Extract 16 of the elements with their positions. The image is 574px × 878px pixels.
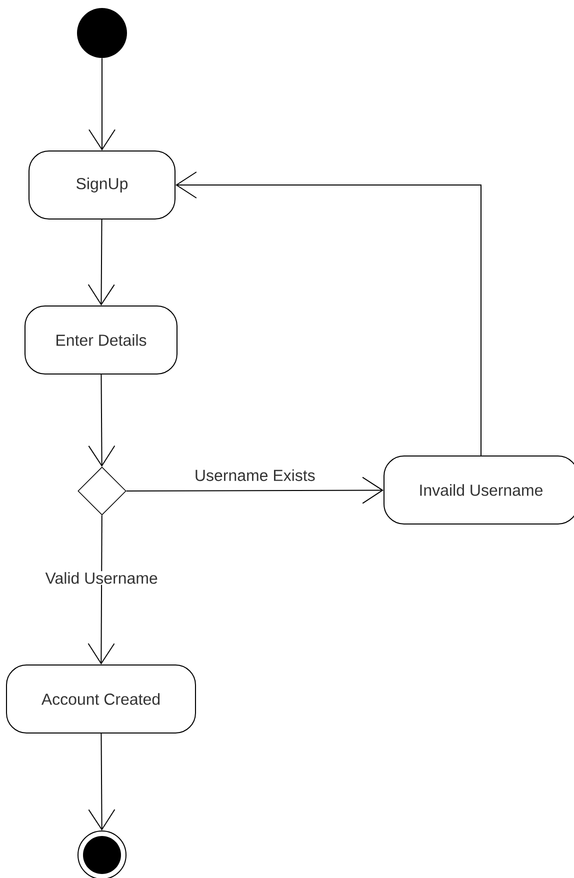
arrow (88, 514, 115, 664)
action-box: Invaild Username (384, 456, 574, 524)
arrow (88, 374, 116, 467)
action-box: Account Created (6, 664, 196, 734)
decision-diamond (78, 466, 126, 516)
arrow (88, 733, 116, 830)
action-box: SignUp (28, 150, 176, 220)
action-box: Enter Details (24, 306, 178, 374)
arrow (88, 58, 116, 150)
final-node (78, 830, 126, 878)
arrow (88, 219, 115, 306)
arrow (126, 476, 384, 504)
edge-label: Valid Username (44, 571, 159, 585)
edge-label: Username Exists (196, 469, 315, 482)
initial-node (77, 8, 127, 58)
arrow (176, 172, 482, 456)
